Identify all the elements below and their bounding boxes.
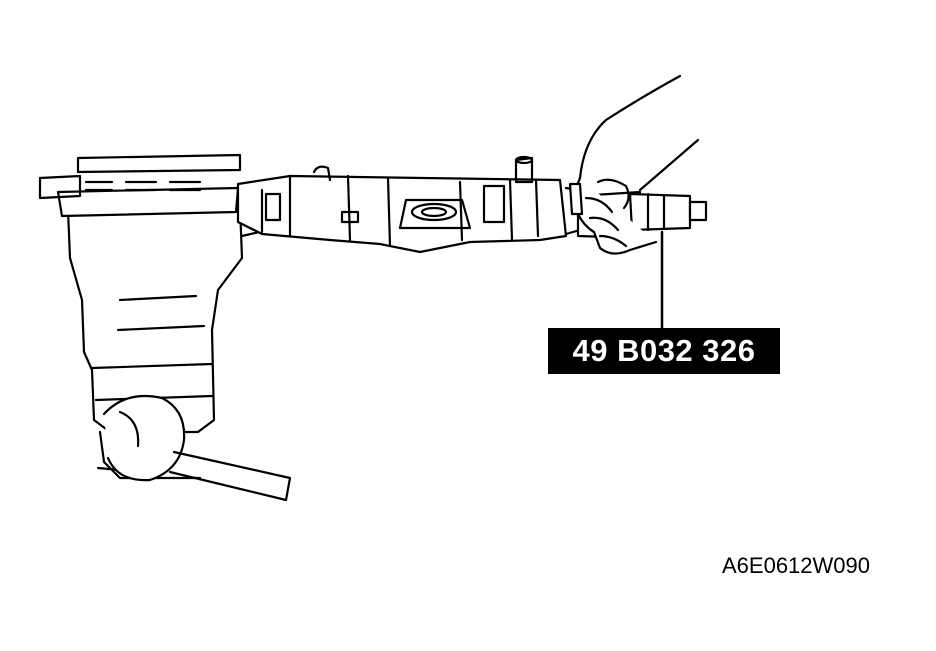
figure-id: A6E0612W090 <box>722 553 870 578</box>
bench-vise <box>38 153 292 502</box>
steering-gear-housing <box>236 155 582 254</box>
tool-number-label: 49 B032 326 <box>548 328 780 374</box>
hand-holding-tool <box>568 74 700 255</box>
